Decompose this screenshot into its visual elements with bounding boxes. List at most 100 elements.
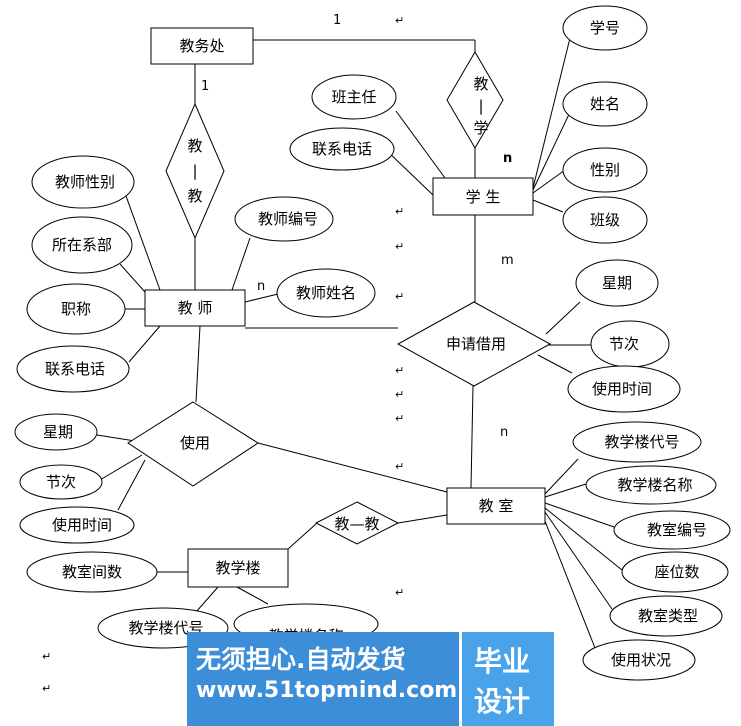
- edge-student-headteacher: [395, 110, 446, 179]
- edge-classroom-bcode: [544, 458, 579, 495]
- rel-use-label: 使用: [180, 434, 210, 452]
- svg-text:教室间数: 教室间数: [62, 563, 122, 581]
- svg-text:教师姓名: 教师姓名: [296, 284, 356, 302]
- edge-apply-time: [537, 354, 573, 374]
- svg-text:姓名: 姓名: [590, 95, 620, 113]
- svg-text:↵: ↵: [395, 14, 404, 27]
- attr-student-phone: 联系电话: [289, 127, 395, 171]
- watermark-slogan: 无须担心.自动发货: [196, 645, 406, 674]
- card-office-teacher: 1: [201, 79, 209, 94]
- svg-text:星期: 星期: [43, 423, 73, 441]
- attr-use-week: 星期: [14, 413, 98, 451]
- svg-text:教师编号: 教师编号: [258, 210, 318, 228]
- entity-student-label: 学 生: [466, 188, 501, 206]
- edges: [96, 37, 623, 649]
- svg-text:教学楼名称: 教学楼名称: [617, 476, 692, 494]
- attr-student-name: 姓名: [562, 81, 648, 127]
- edge-student-id: [532, 37, 571, 189]
- rel-teach-learn-bottom: 学: [473, 119, 488, 137]
- rel-teach-teach-bottom: 教: [187, 187, 202, 205]
- svg-text:↵: ↵: [395, 388, 404, 401]
- watermark-badge-line1: 毕业: [474, 645, 531, 678]
- svg-text:使用状况: 使用状况: [611, 651, 671, 669]
- rel-teach-teach-top: 教: [187, 137, 202, 155]
- rel-teach-teach-bar: |: [192, 162, 197, 180]
- edge-teacher-number: [231, 237, 251, 291]
- svg-text:↵: ↵: [42, 682, 51, 695]
- attr-teacher-number: 教师编号: [234, 196, 334, 242]
- card-student-bottom: m: [501, 253, 514, 268]
- attr-classroom-seats: 座位数: [621, 551, 729, 593]
- svg-text:使用时间: 使用时间: [52, 516, 112, 534]
- svg-text:班级: 班级: [590, 211, 620, 229]
- svg-text:星期: 星期: [602, 274, 632, 292]
- attr-classroom-type: 教室类型: [609, 595, 723, 637]
- entity-building-label: 教学楼: [215, 559, 260, 577]
- edge-classroom-type: [544, 511, 613, 610]
- attr-apply-period: 节次: [590, 320, 670, 368]
- edge-student-class: [532, 199, 564, 213]
- card-classroom-top: n: [500, 425, 508, 440]
- rel-teach-dash-label: 教—教: [334, 515, 379, 533]
- svg-text:↵: ↵: [42, 650, 51, 663]
- svg-text:使用时间: 使用时间: [592, 380, 652, 398]
- attr-classroom-bname: 教学楼名称: [585, 465, 717, 505]
- edge-apply-week: [545, 301, 581, 335]
- edge-student-name: [532, 107, 573, 191]
- relationship-apply-borrow: 申请借用: [396, 301, 552, 387]
- attr-student-id: 学号: [562, 5, 648, 51]
- relationship-teach-learn: 教 | 学: [446, 51, 504, 149]
- rel-apply-borrow-label: 申请借用: [446, 335, 506, 353]
- edge-use-classroom: [257, 442, 448, 493]
- rel-teach-learn-top: 教: [473, 75, 488, 93]
- attr-use-period: 节次: [19, 464, 103, 500]
- svg-text:↵: ↵: [395, 586, 404, 599]
- attr-teacher-phone: 联系电话: [16, 345, 130, 393]
- edge-teacher-dept: [119, 263, 146, 293]
- svg-text:教室类型: 教室类型: [638, 607, 698, 625]
- svg-text:↵: ↵: [395, 205, 404, 218]
- svg-text:↵: ↵: [395, 364, 404, 377]
- svg-text:↵: ↵: [395, 412, 404, 425]
- entity-classroom: 教 室: [446, 487, 546, 525]
- edge-classroom-bname: [544, 483, 587, 498]
- svg-text:教师性别: 教师性别: [55, 173, 115, 191]
- svg-text:所在系部: 所在系部: [52, 236, 112, 254]
- watermark-banner: [187, 632, 459, 726]
- svg-text:↵: ↵: [395, 290, 404, 303]
- entity-office: 教务处: [150, 27, 254, 65]
- svg-text:↵: ↵: [395, 240, 404, 253]
- edge-building-name: [236, 586, 269, 605]
- svg-text:性别: 性别: [590, 161, 620, 179]
- entity-student: 学 生: [432, 177, 534, 216]
- edge-classroom-seats: [544, 507, 623, 571]
- edge-student-gender: [532, 169, 566, 194]
- attr-teacher-gender: 教师性别: [31, 155, 135, 209]
- svg-text:教学楼代号: 教学楼代号: [128, 619, 203, 637]
- edge-use-time: [117, 459, 146, 511]
- svg-text:节次: 节次: [609, 335, 639, 353]
- edge-teacher-gender: [125, 195, 161, 291]
- entity-teacher: 教 师: [144, 289, 246, 327]
- edge-building-teachdash: [287, 523, 317, 550]
- attr-student-class: 班级: [562, 196, 648, 244]
- attr-classroom-bcode: 教学楼代号: [572, 421, 702, 463]
- attr-classroom-roomno: 教室编号: [613, 510, 731, 550]
- watermark-url: www.51topmind.com: [196, 678, 458, 703]
- attr-classroom-status: 使用状况: [582, 639, 696, 681]
- rel-teach-learn-bar: |: [478, 97, 483, 115]
- svg-text:↵: ↵: [395, 460, 404, 473]
- svg-text:联系电话: 联系电话: [45, 360, 105, 378]
- svg-text:座位数: 座位数: [654, 563, 699, 581]
- edge-use-period: [99, 454, 143, 481]
- entity-teacher-label: 教 师: [178, 299, 213, 317]
- attr-apply-time: 使用时间: [567, 365, 681, 413]
- card-student-top: n: [503, 151, 512, 166]
- edge-apply-classroom: [470, 385, 474, 489]
- edge-teacher-use: [195, 325, 201, 403]
- relationship-use: 使用: [127, 401, 259, 487]
- svg-text:学号: 学号: [590, 19, 620, 37]
- svg-text:联系电话: 联系电话: [312, 140, 372, 158]
- attr-teacher-name: 教师姓名: [276, 268, 376, 318]
